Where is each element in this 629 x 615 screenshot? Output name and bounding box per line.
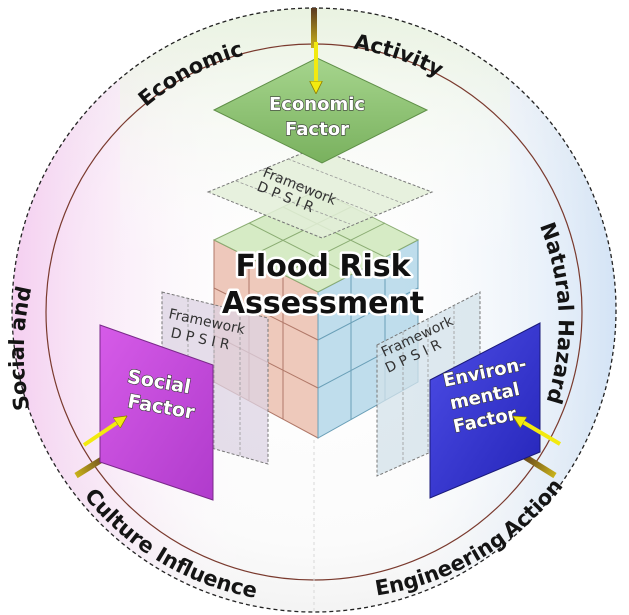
social-factor-panel: Social Factor [99, 324, 214, 501]
economic-factor-line2: Factor [285, 119, 349, 140]
environmental-factor-panel: Environ- mental Factor [429, 322, 541, 499]
tick-right [519, 451, 557, 479]
economic-factor-panel: Economic Factor [212, 57, 429, 164]
arrow-social [82, 418, 124, 447]
economic-factor-line1: Economic [269, 94, 365, 115]
framework-plane-top: Framework D P S I R [206, 147, 434, 239]
tick-top [311, 8, 317, 48]
title-line2: Assessment [222, 286, 424, 321]
arrow-environmental [516, 418, 562, 446]
title-line1: Flood Risk [235, 249, 411, 284]
